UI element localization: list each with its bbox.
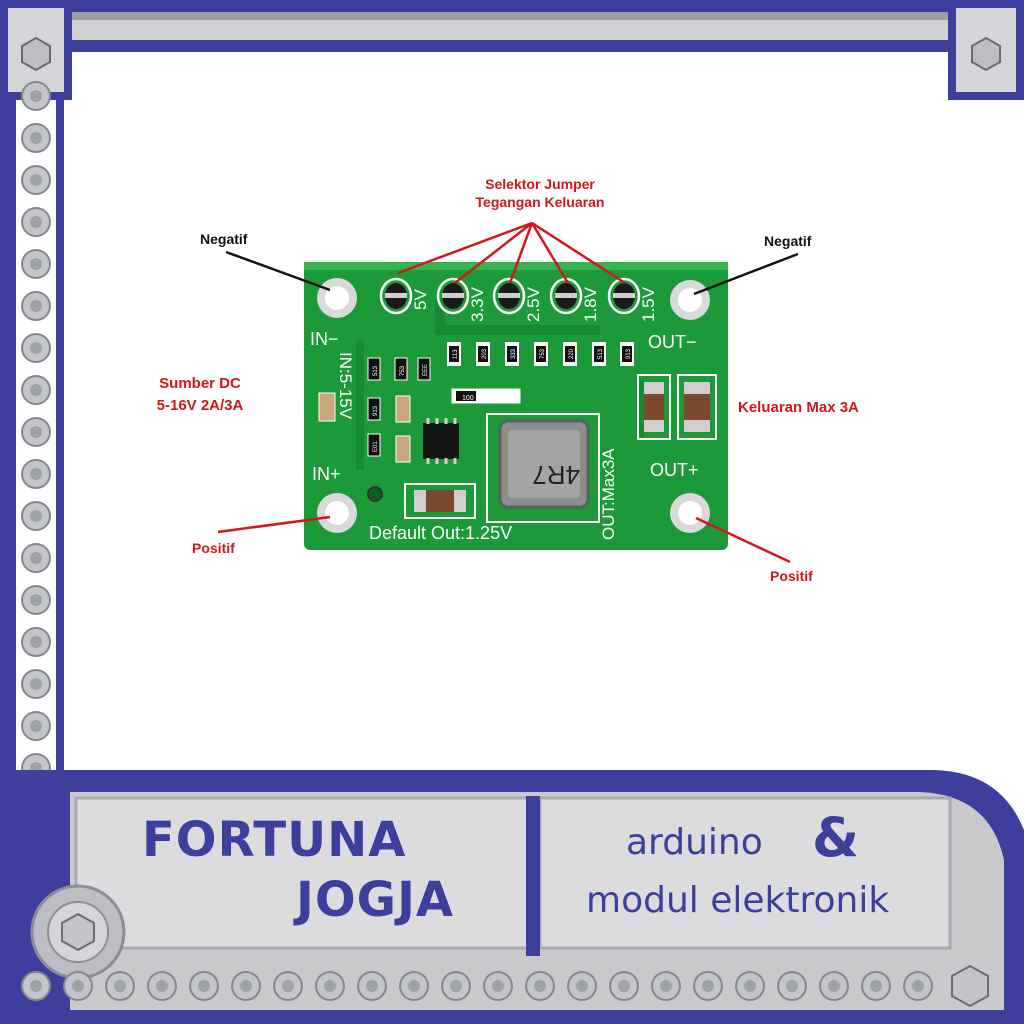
smd-resistor: 513 [592, 342, 606, 366]
source-label-line1: Sumber DC [159, 375, 241, 392]
smd-resistor: 333 [505, 342, 519, 366]
inductor-marking: 4R7 [532, 460, 580, 490]
resistor-code: 753 [540, 348, 546, 359]
source-label: Sumber DC 5-16V 2A/3A [120, 375, 280, 414]
positif-left-label: Positif [192, 540, 235, 556]
pcb-in-plus-label: IN+ [312, 464, 341, 484]
jumper-pad-3-3V[interactable]: 3.3V [436, 277, 487, 322]
selector-label-line1: Selektor Jumper [485, 176, 595, 192]
resistor-code: 513 [373, 365, 379, 376]
jumper-pad-5V[interactable]: 5V [379, 277, 430, 315]
selector-label-line2: Tegangan Keluaran [475, 194, 605, 210]
brand-name-line1: FORTUNA [142, 812, 407, 868]
chain-decoration [21, 971, 933, 1001]
smd-resistor: 220 [563, 342, 577, 366]
jumper-label: 2.5V [524, 286, 543, 322]
resistor-code: 753 [400, 365, 406, 376]
resistor-code: 113 [453, 349, 459, 359]
source-label-line2: 5-16V 2A/3A [156, 397, 244, 414]
smd-resistor: 913 [620, 342, 634, 366]
smd-resistor: 203 [476, 342, 490, 366]
jumper-pad-2-5V[interactable]: 2.5V [492, 277, 543, 322]
resistor-code: 203 [482, 348, 488, 359]
tagline-line1: arduino [626, 822, 763, 863]
jumper-label: 3.3V [468, 286, 487, 322]
resistor-code: EEE [423, 364, 429, 376]
tagline-line2: modul elektronik [586, 880, 890, 921]
jumper-pad-1-5V[interactable]: 1.5V [607, 277, 658, 322]
smd-resistor: 113 [447, 342, 461, 366]
pcb-out-minus-label: OUT− [648, 332, 697, 352]
output-max-label: Keluaran Max 3A [738, 399, 859, 416]
in-plus-pad [317, 493, 357, 533]
pcb-in-minus-label: IN− [310, 329, 339, 349]
hex-bolt-icon [971, 36, 1001, 72]
resistor-code: E01 [373, 441, 379, 452]
pcb-out-plus-label: OUT+ [650, 460, 699, 480]
resistor-code: 513 [598, 348, 604, 359]
negatif-left-label: Negatif [200, 231, 248, 247]
brand-name-line2: JOGJA [296, 872, 455, 928]
ampersand: & [812, 806, 860, 869]
pcb-out-max: OUT:Max3A [599, 448, 618, 540]
resistor-code: 333 [511, 348, 517, 359]
positif-right-label: Positif [770, 568, 813, 584]
smd-resistor: 753 [534, 342, 548, 366]
pcb-default-out: Default Out:1.25V [369, 523, 512, 543]
small-resistor-marking: 100 [462, 395, 474, 402]
pcb-input-range: IN:5-15V [336, 352, 355, 420]
hex-bolt-icon [21, 36, 51, 72]
gear-icon [30, 884, 126, 980]
resistor-code: 220 [569, 348, 575, 359]
hex-bolt-icon [951, 964, 989, 1008]
resistor-code: 913 [373, 405, 379, 416]
jumper-label: 1.5V [639, 286, 658, 322]
jumper-label: 1.8V [581, 286, 600, 322]
jumper-label: 5V [411, 289, 430, 310]
selector-label: Selektor Jumper Tegangan Keluaran [430, 176, 650, 210]
negatif-right-label: Negatif [764, 233, 812, 249]
resistor-code: 913 [626, 348, 632, 359]
